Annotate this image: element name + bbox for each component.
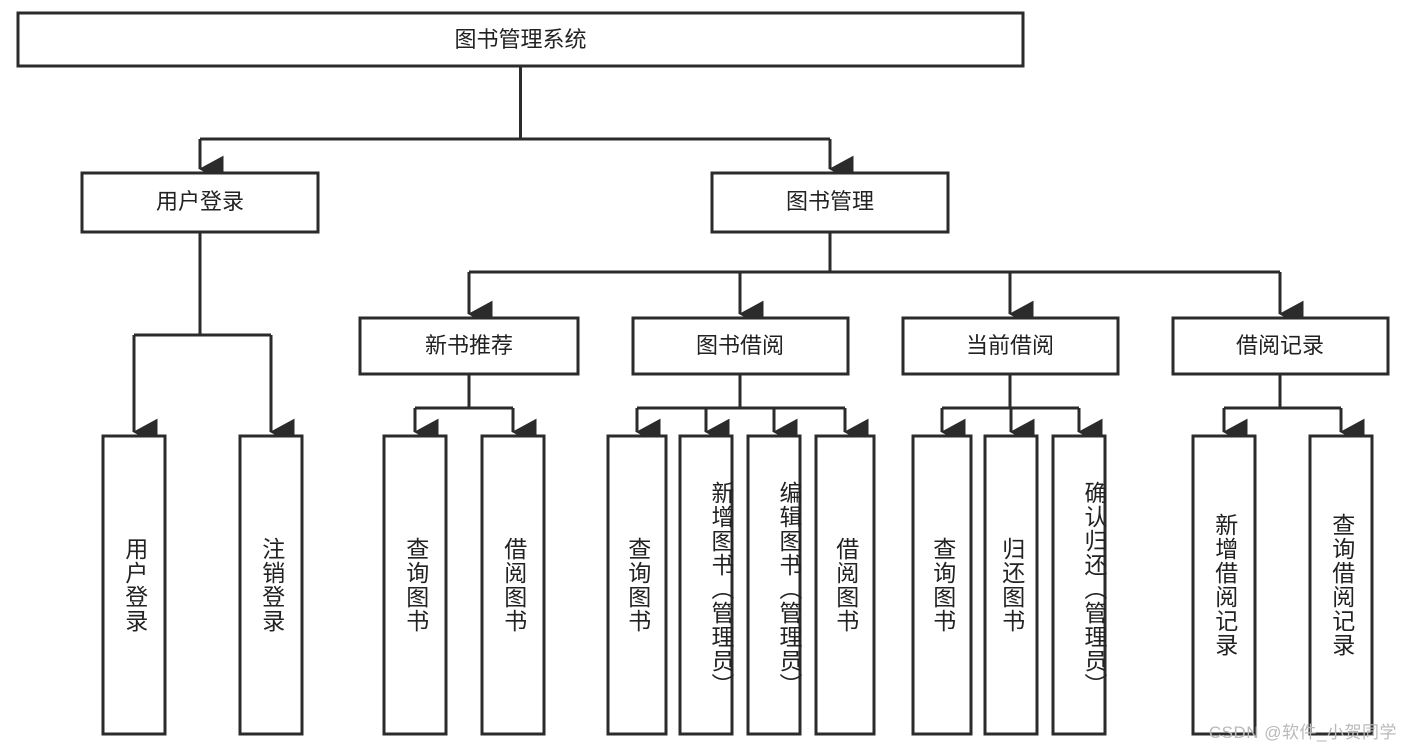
leaf-box-add-book[interactable] [678, 434, 734, 736]
node-new-book-recommend-label: 新书推荐 [425, 333, 513, 358]
node-book-borrow-box [631, 316, 850, 376]
csdn-watermark: CSDN @软件_小贺同学 [1208, 723, 1397, 742]
leaf-box-logout[interactable] [238, 434, 304, 736]
node-user-login[interactable]: 用户登录 [80, 171, 320, 234]
node-current-borrow[interactable]: 当前借阅 [901, 316, 1120, 376]
node-new-book-recommend[interactable]: 新书推荐 [358, 316, 580, 376]
node-root-label: 图书管理系统 [454, 27, 586, 52]
leaf-box-query-book-3[interactable] [911, 434, 973, 736]
node-book-management[interactable]: 图书管理 [710, 171, 950, 234]
leaf-box-query-book-2[interactable] [606, 434, 668, 736]
node-root[interactable]: 图书管理系统 [16, 11, 1025, 68]
node-book-management-label: 图书管理 [786, 189, 874, 214]
leaf-box-add-borrow-record[interactable] [1191, 434, 1257, 736]
leaf-box-return-book[interactable] [983, 434, 1039, 736]
node-current-borrow-label: 当前借阅 [966, 333, 1054, 358]
node-book-borrow[interactable]: 图书借阅 [631, 316, 850, 376]
node-borrow-record-box [1171, 316, 1390, 376]
leaf-box-borrow-book-1[interactable] [480, 434, 546, 736]
node-borrow-record-label: 借阅记录 [1236, 333, 1324, 358]
leaf-box-query-borrow-record[interactable] [1308, 434, 1374, 736]
node-borrow-record[interactable]: 借阅记录 [1171, 316, 1390, 376]
node-user-login-label: 用户登录 [156, 189, 244, 214]
leaf-box-user-login[interactable] [101, 434, 167, 736]
node-root-box [16, 11, 1025, 68]
leaf-box-borrow-book-2[interactable] [814, 434, 876, 736]
node-book-management-box [710, 171, 950, 234]
leaf-box-edit-book[interactable] [746, 434, 802, 736]
node-current-borrow-box [901, 316, 1120, 376]
node-book-borrow-label: 图书借阅 [696, 333, 784, 358]
leaf-box-confirm-return[interactable] [1051, 434, 1107, 736]
node-new-book-recommend-box [358, 316, 580, 376]
leaf-box-query-book-1[interactable] [382, 434, 448, 736]
